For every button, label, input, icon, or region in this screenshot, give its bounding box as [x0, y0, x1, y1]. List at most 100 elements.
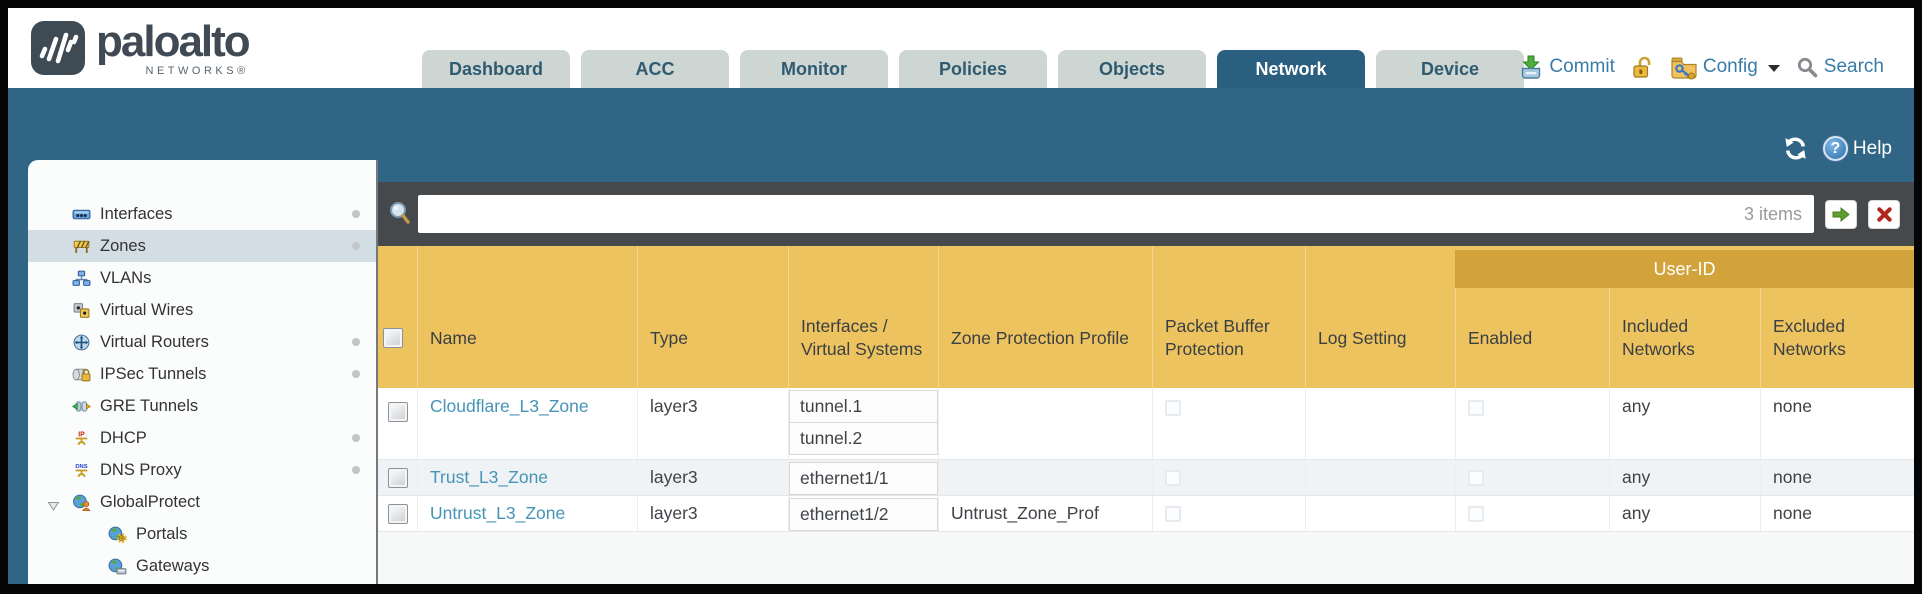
tab-objects[interactable]: Objects — [1058, 50, 1206, 88]
help-label: Help — [1852, 137, 1892, 159]
top-actions: Commit Config — [1519, 54, 1884, 80]
col-header-packet-buffer-protection[interactable]: Packet Buffer Protection — [1152, 246, 1305, 388]
sidebar-label: Portals — [136, 524, 188, 543]
zone-type-cell: layer3 — [637, 496, 788, 531]
network-sidebar: Interfaces Zones VLANs Vir — [28, 160, 378, 584]
col-header-included-networks[interactable]: Included Networks — [1609, 288, 1760, 388]
sidebar-item-ipsec-tunnels[interactable]: IPSec Tunnels — [28, 358, 376, 390]
select-all-cell — [378, 246, 417, 388]
zone-name-link[interactable]: Cloudflare_L3_Zone — [430, 396, 589, 416]
status-dot — [352, 434, 360, 442]
unlock-icon[interactable] — [1631, 55, 1654, 80]
packet-buffer-checkbox[interactable] — [1165, 469, 1181, 486]
table-row-cloudflare[interactable]: Cloudflare_L3_Zone layer3 tunnel.1 tunne… — [378, 388, 1914, 460]
sidebar-label: Interfaces — [100, 204, 173, 223]
search-label: Search — [1823, 56, 1884, 77]
included-networks-cell: any — [1609, 388, 1760, 459]
collapse-triangle-icon[interactable] — [47, 497, 60, 516]
tab-monitor[interactable]: Monitor — [740, 50, 888, 88]
sidebar-item-virtual-wires[interactable]: Virtual Wires — [28, 294, 376, 326]
clear-filter-button[interactable] — [1868, 199, 1900, 229]
tab-device[interactable]: Device — [1376, 50, 1524, 88]
gre-tunnels-icon — [72, 398, 92, 415]
sidebar-item-vlans[interactable]: VLANs — [28, 262, 376, 294]
empty-area — [378, 532, 1914, 584]
col-header-excluded-networks[interactable]: Excluded Networks — [1760, 288, 1914, 388]
sidebar-item-gateways[interactable]: Gateways — [28, 550, 376, 582]
zone-interfaces-cell: ethernet1/1 — [788, 460, 938, 495]
col-header-zone-protection-profile[interactable]: Zone Protection Profile — [938, 246, 1152, 388]
commit-button[interactable]: Commit — [1519, 54, 1615, 80]
user-id-enabled-checkbox[interactable] — [1468, 469, 1484, 486]
interface-item: tunnel.1 — [789, 390, 938, 423]
zone-protection-cell — [938, 388, 1152, 459]
red-x-icon — [1876, 206, 1892, 222]
paloalto-logo-icon — [31, 21, 85, 75]
sidebar-item-interfaces[interactable]: Interfaces — [28, 198, 376, 230]
row-checkbox[interactable] — [387, 402, 408, 422]
zone-name-link[interactable]: Untrust_L3_Zone — [430, 503, 566, 523]
user-id-enabled-checkbox[interactable] — [1468, 400, 1484, 416]
tab-policies[interactable]: Policies — [899, 50, 1047, 88]
help-button[interactable]: ? Help — [1822, 136, 1892, 161]
user-id-group-header: User-ID — [1455, 250, 1914, 288]
col-header-type[interactable]: Type — [637, 246, 788, 388]
col-header-name[interactable]: Name — [417, 246, 637, 388]
col-header-interfaces[interactable]: Interfaces / Virtual Systems — [788, 246, 938, 388]
table-row-untrust[interactable]: Untrust_L3_Zone layer3 ethernet1/2 Untru… — [378, 496, 1914, 532]
tab-acc[interactable]: ACC — [581, 50, 729, 88]
zones-icon — [72, 238, 92, 255]
select-all-checkbox[interactable] — [382, 328, 403, 348]
refresh-icon[interactable] — [1782, 136, 1809, 161]
status-dot — [352, 242, 360, 250]
log-setting-cell — [1305, 388, 1455, 459]
sidebar-item-dns-proxy[interactable]: DNS DNS Proxy — [28, 454, 376, 486]
config-label: Config — [1702, 56, 1758, 77]
sidebar-label: IPSec Tunnels — [100, 364, 207, 383]
config-menu[interactable]: Config — [1670, 55, 1780, 80]
help-icon: ? — [1822, 136, 1848, 161]
dhcp-icon: IP — [72, 430, 92, 447]
sidebar-item-gre-tunnels[interactable]: GRE Tunnels — [28, 390, 376, 422]
zones-table-body: Cloudflare_L3_Zone layer3 tunnel.1 tunne… — [378, 388, 1914, 532]
zone-protection-cell: Untrust_Zone_Prof — [938, 496, 1152, 531]
apply-filter-button[interactable] — [1825, 199, 1857, 229]
status-dot — [352, 210, 360, 218]
green-arrow-icon — [1832, 206, 1850, 222]
search-button[interactable]: Search — [1796, 56, 1884, 78]
col-header-log-setting[interactable]: Log Setting — [1305, 246, 1455, 388]
main-nav-tabs: Dashboard ACC Monitor Policies Objects N… — [422, 50, 1524, 88]
tab-network[interactable]: Network — [1217, 50, 1365, 88]
zone-protection-cell — [938, 460, 1152, 495]
row-checkbox[interactable] — [387, 503, 408, 524]
sidebar-item-zones[interactable]: Zones — [28, 230, 376, 262]
zone-type-cell: layer3 — [637, 388, 788, 459]
user-id-enabled-checkbox[interactable] — [1468, 505, 1484, 522]
packet-buffer-checkbox[interactable] — [1165, 400, 1181, 416]
items-count: 3 items — [1743, 203, 1802, 224]
dns-proxy-icon: DNS — [72, 462, 92, 479]
zone-name-link[interactable]: Trust_L3_Zone — [430, 467, 549, 487]
sidebar-label: DNS Proxy — [100, 460, 182, 479]
row-checkbox[interactable] — [387, 467, 408, 488]
sidebar-item-globalprotect[interactable]: GlobalProtect — [28, 486, 376, 518]
col-header-enabled[interactable]: Enabled — [1455, 288, 1609, 388]
sidebar-item-virtual-routers[interactable]: Virtual Routers — [28, 326, 376, 358]
left-margin — [8, 182, 28, 584]
interface-item: tunnel.2 — [789, 422, 938, 455]
gateways-icon — [108, 558, 128, 575]
table-row-trust[interactable]: Trust_L3_Zone layer3 ethernet1/1 any non… — [378, 460, 1914, 496]
filter-search-icon[interactable] — [388, 201, 412, 227]
zones-table-header: Name Type Interfaces / Virtual Systems Z… — [378, 246, 1914, 388]
tab-dashboard[interactable]: Dashboard — [422, 50, 570, 88]
sidebar-item-portals[interactable]: Portals — [28, 518, 376, 550]
filter-input[interactable] — [418, 195, 1744, 233]
interface-item: ethernet1/1 — [789, 462, 938, 495]
log-setting-cell — [1305, 460, 1455, 495]
svg-text:IP: IP — [78, 431, 85, 438]
sidebar-label: Virtual Wires — [100, 300, 194, 319]
packet-buffer-checkbox[interactable] — [1165, 505, 1181, 522]
sidebar-label: Virtual Routers — [100, 332, 209, 351]
sidebar-item-dhcp[interactable]: IP DHCP — [28, 422, 376, 454]
